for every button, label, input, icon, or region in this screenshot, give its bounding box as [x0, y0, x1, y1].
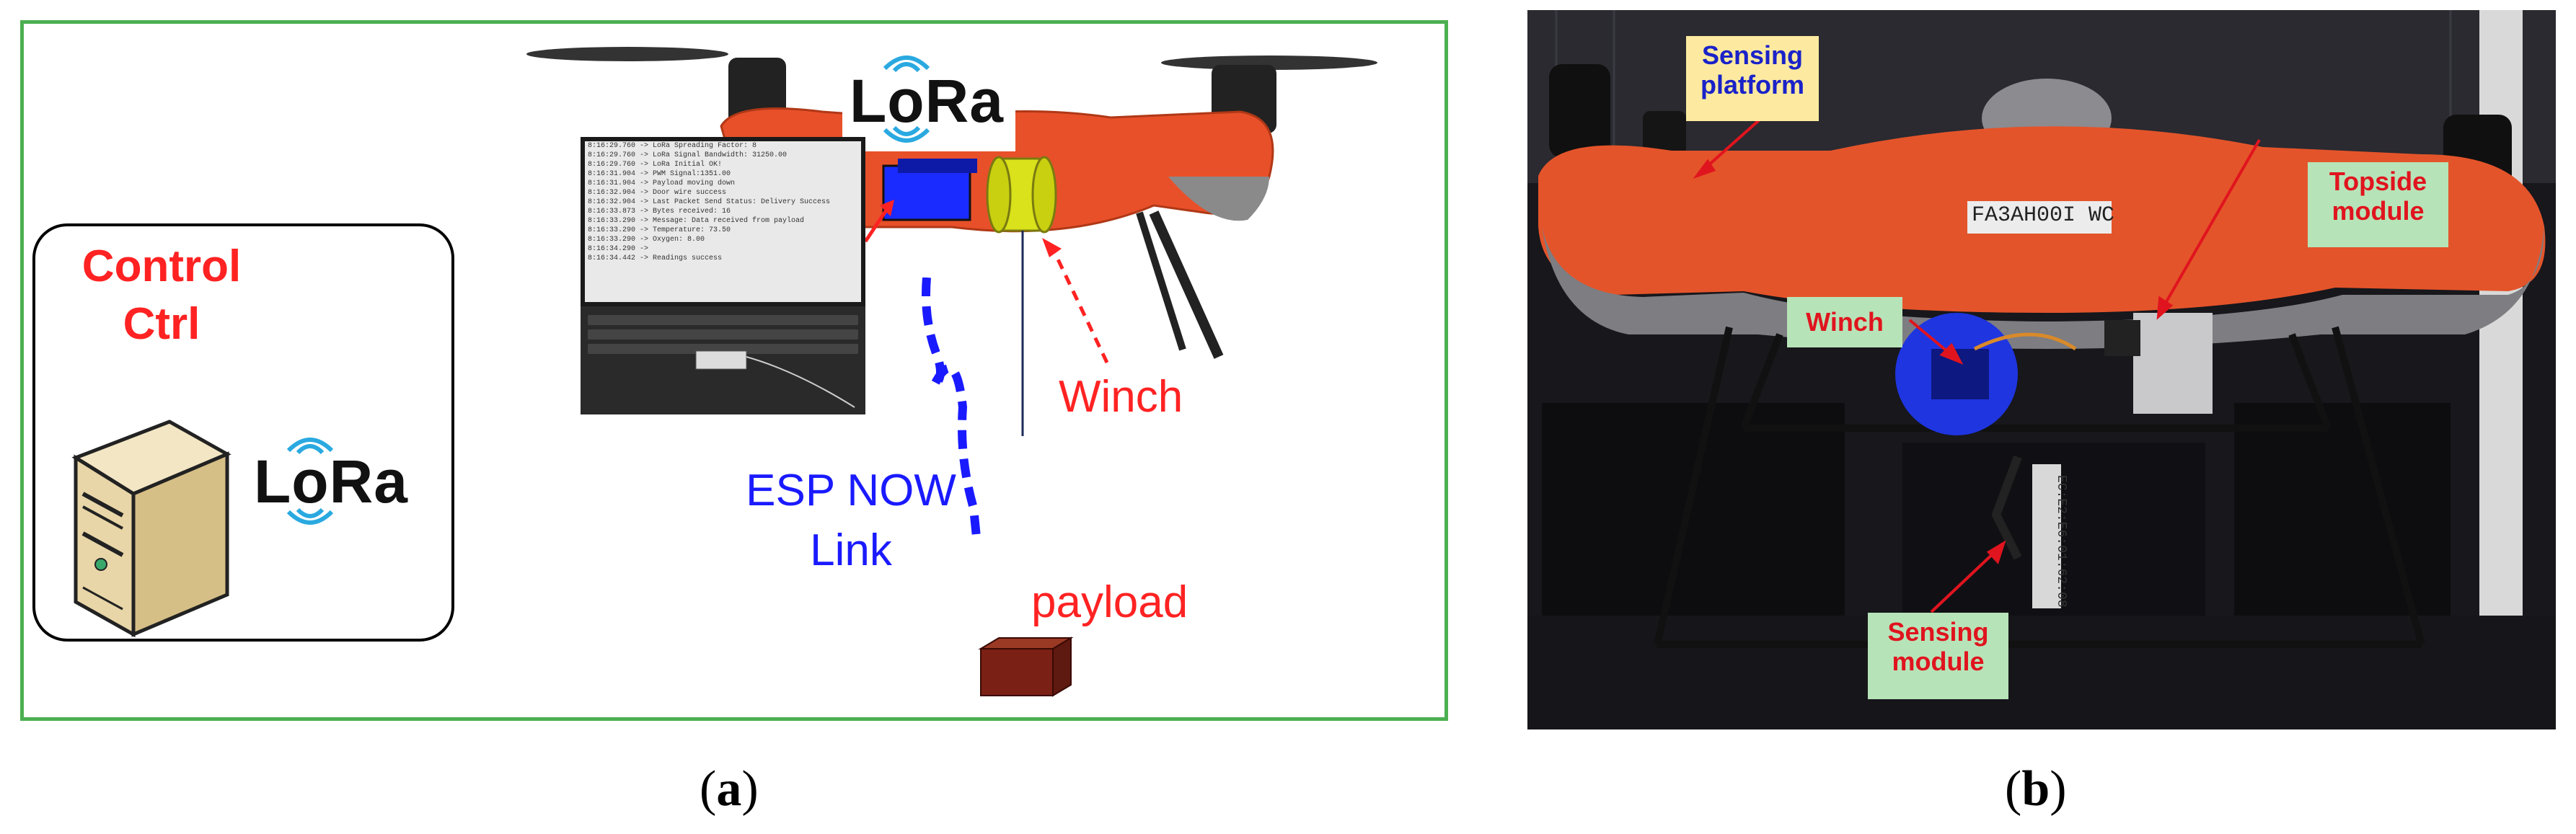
payload-label: payload — [1031, 577, 1188, 627]
laptop-log-line: 8:16:33.290 -> Temperature: 73.50 — [588, 226, 731, 234]
lora-left-wave-bottom-icon — [286, 508, 334, 525]
tag-sensing-platform: Sensing platform — [1686, 36, 1819, 121]
laptop-log-line: 8:16:31.904 -> PWM Signal:1351.00 — [588, 170, 731, 178]
drone-id-label: FA3AH00I WC — [1971, 203, 2115, 228]
tag-winch: Winch — [1787, 297, 1902, 347]
drone-photo-scene — [1527, 10, 2556, 729]
laptop-log-line: 8:16:33.290 -> Message: Data received fr… — [588, 217, 805, 225]
caption-b: (b) — [2005, 761, 2067, 817]
esp-now-link-line — [922, 278, 982, 545]
laptop-log-line: 8:16:29.760 -> LoRa Spreading Factor: 8 — [588, 142, 757, 150]
laptop-log-line: 8:16:31.904 -> Payload moving down — [588, 179, 736, 187]
drone-photo: FA3AH00I WC EC:E2:E6:01:62:08 — [1527, 10, 2556, 729]
tag-sensing-module: Sensing module — [1868, 613, 2008, 699]
laptop-log-line: 8:16:34.290 -> — [588, 245, 649, 253]
laptop-log-line: 8:16:29.760 -> LoRa Signal Bandwidth: 31… — [588, 151, 788, 159]
caption-a: (a) — [700, 761, 759, 817]
lora-top-logo: LoRa — [850, 67, 1004, 135]
device-id-label: EC:E2:E6:01:62:08 — [2054, 475, 2068, 608]
laptop-keyboard — [581, 306, 865, 414]
laptop-log-line: 8:16:32.904 -> Last Packet Send Status: … — [588, 198, 831, 206]
control-label-line1: Control — [81, 241, 242, 291]
laptop-log-line: 8:16:32.904 -> Door wire success — [588, 189, 727, 197]
payload-box-icon — [978, 636, 1074, 697]
lora-top-wave-icon — [883, 56, 930, 72]
esp-now-label-line2: Link — [810, 525, 892, 575]
lora-left-logo: LoRa — [254, 448, 408, 515]
laptop-log-line: 8:16:33.290 -> Oxygen: 8.00 — [588, 236, 705, 244]
tag-topside-module: Topside module — [2308, 162, 2448, 247]
lora-top-background — [842, 72, 1015, 151]
laptop-log-line: 8:16:29.760 -> LoRa Initial OK! — [588, 161, 723, 169]
keyboard-keys-icon — [588, 315, 858, 408]
control-label-line2: Ctrl — [123, 299, 200, 349]
lora-top-wave-bottom-icon — [883, 126, 930, 143]
laptop-log-line: 8:16:34.442 -> Readings success — [588, 254, 723, 262]
esp-now-label-line1: ESP NOW — [746, 466, 956, 515]
laptop-log-line: 8:16:33.873 -> Bytes received: 16 — [588, 208, 731, 216]
server-icon — [71, 420, 231, 638]
winch-label: Winch — [1059, 372, 1183, 422]
lora-left-wave-top-icon — [286, 438, 334, 454]
